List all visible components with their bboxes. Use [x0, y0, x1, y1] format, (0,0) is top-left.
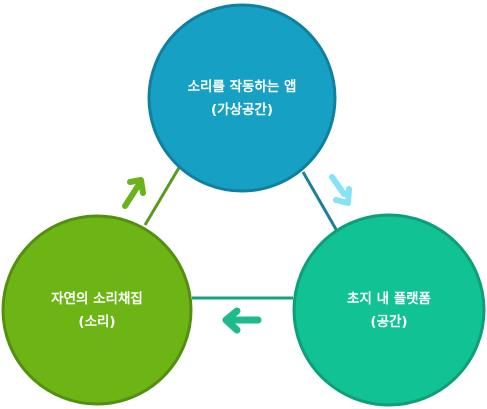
node-nature-subtitle: (소리) — [78, 314, 115, 330]
node-app-subtitle: (가상공간) — [211, 101, 273, 118]
node-platform-title: 초지 내 플랫폼 — [347, 290, 431, 307]
arrow-app-to-platform — [329, 174, 352, 206]
node-platform: 초지 내 플랫폼 (공간) — [292, 213, 486, 407]
node-nature-title: 자연의 소리채집 — [51, 290, 143, 307]
node-platform-subtitle: (공간) — [370, 313, 407, 330]
connector-app-platform — [301, 171, 339, 232]
arrow-nature-to-app — [122, 177, 146, 209]
node-app-title: 소리를 작동하는 앱 — [188, 78, 297, 95]
node-app: 소리를 작동하는 앱 (가상공간) — [147, 3, 337, 193]
node-nature: 자연의 소리채집 (소리) — [1, 214, 193, 406]
connector-nature-app — [143, 165, 182, 226]
arrow-platform-to-nature — [222, 307, 262, 334]
